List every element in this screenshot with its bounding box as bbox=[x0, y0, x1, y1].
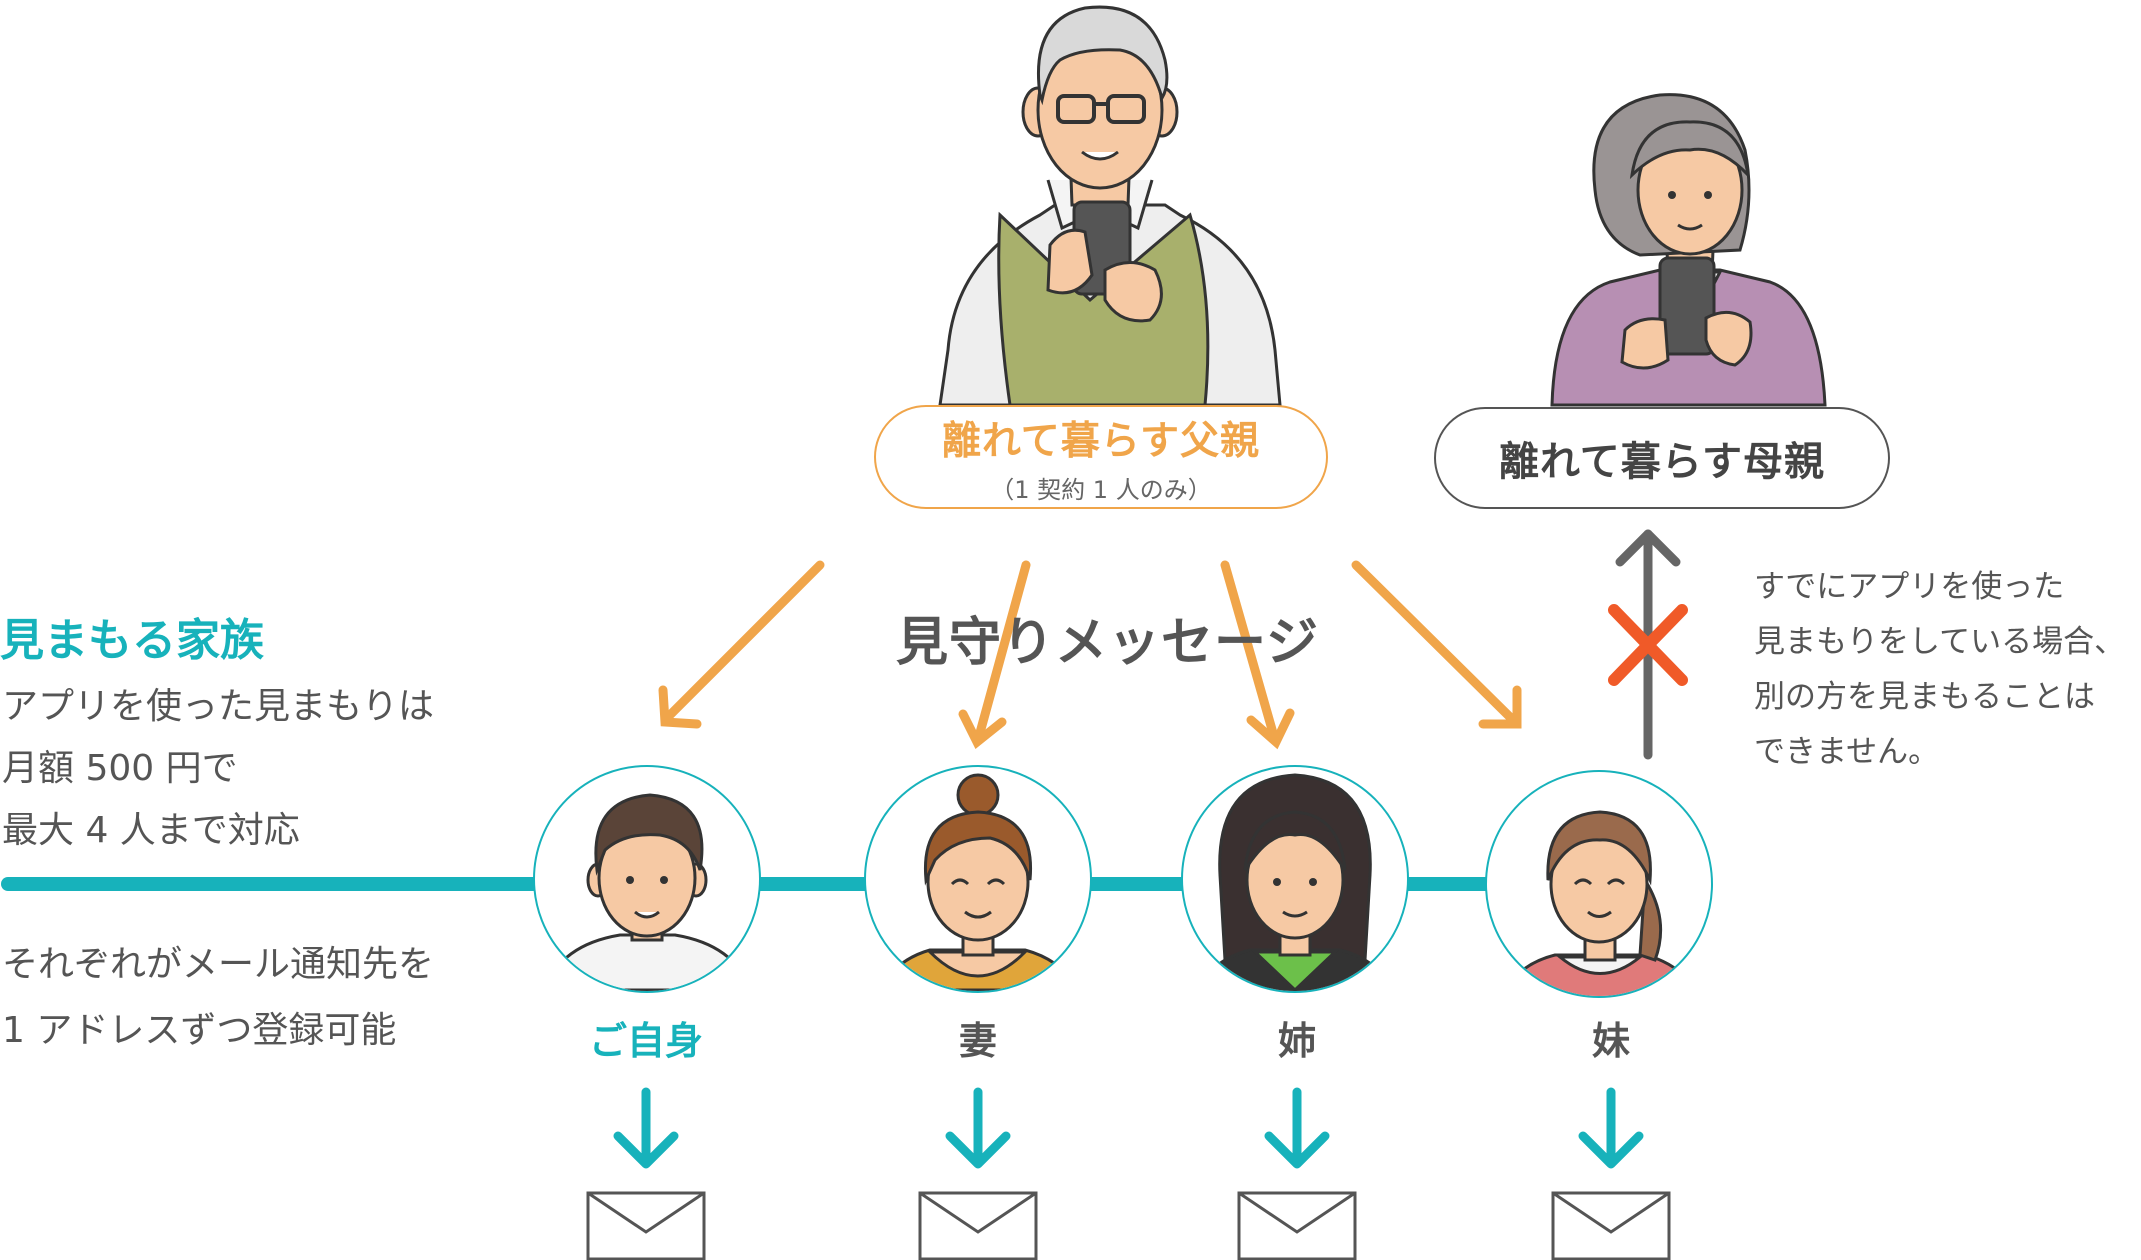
restriction-note-line: すでにアプリを使った bbox=[1754, 569, 2065, 605]
family-title: 見まもる家族 bbox=[0, 615, 264, 666]
message-label: 見守りメッセージ bbox=[896, 613, 1319, 673]
mother-title: 離れて暮らす母親 bbox=[1499, 439, 1825, 485]
family-desc-line: アプリを使った見まもりは bbox=[2, 686, 435, 727]
avatar-older-sister bbox=[1181, 765, 1409, 993]
father-title: 離れて暮らす父親 bbox=[941, 418, 1261, 464]
family-desc-line: 月額 500 円で bbox=[2, 748, 238, 789]
cross-icon bbox=[1608, 604, 1688, 686]
father-illustration bbox=[938, 5, 1282, 407]
member-label-older-sister: 姉 bbox=[1277, 1019, 1316, 1063]
restriction-note: すでにアプリを使った 見まもりをしている場合、 別の方を見まもることは できませ… bbox=[1754, 560, 2125, 780]
envelope-icon bbox=[586, 1191, 1671, 1260]
notification-arrows bbox=[613, 1087, 1644, 1169]
restriction-note-line: できません。 bbox=[1754, 734, 1940, 770]
member-label-younger-sister: 妹 bbox=[1591, 1019, 1630, 1063]
family-note: それぞれがメール通知先を 1 アドレスずつ登録可能 bbox=[2, 932, 434, 1064]
family-desc-line: 最大 4 人まで対応 bbox=[2, 810, 300, 851]
member-label-wife: 妻 bbox=[958, 1019, 997, 1063]
father-label: 離れて暮らす父親 （1 契約 1 人のみ） bbox=[874, 405, 1328, 509]
restriction-note-line: 別の方を見まもることは bbox=[1754, 679, 2095, 715]
member-label-self: ご自身 bbox=[588, 1019, 703, 1063]
avatar-self bbox=[533, 765, 761, 993]
family-note-line: それぞれがメール通知先を bbox=[2, 944, 435, 985]
mother-illustration bbox=[1550, 93, 1827, 407]
restriction-note-line: 見まもりをしている場合、 bbox=[1754, 624, 2126, 660]
father-subtitle: （1 契約 1 人のみ） bbox=[990, 475, 1212, 504]
avatar-wife bbox=[864, 765, 1092, 993]
family-description: アプリを使った見まもりは 月額 500 円で 最大 4 人まで対応 bbox=[2, 676, 434, 862]
avatar-younger-sister bbox=[1485, 770, 1713, 998]
family-note-line: 1 アドレスずつ登録可能 bbox=[2, 1010, 397, 1051]
message-arrows bbox=[658, 560, 1522, 750]
mother-label: 離れて暮らす母親 bbox=[1434, 407, 1890, 509]
